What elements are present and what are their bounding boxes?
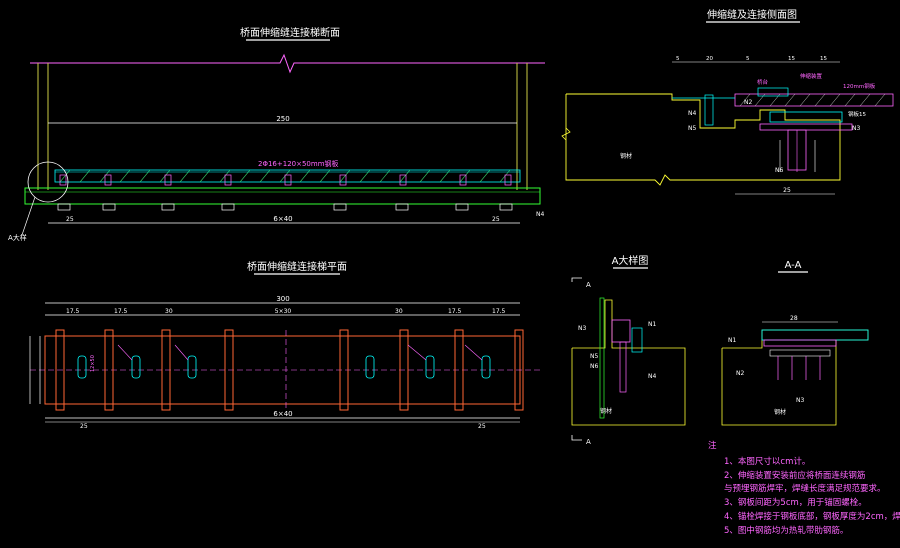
side-label-n6: N6 [775, 167, 783, 174]
detail-a-n1: N1 [648, 321, 656, 328]
slot-label: 12×50 [90, 355, 96, 372]
side-detail-view: 伸缩缝及连接侧面图 5 20 5 15 15 钢材 N2 N [561, 8, 894, 195]
side-dim-3: 15 [788, 56, 795, 62]
cut-a-top: A [586, 281, 591, 289]
tag-n4: N4 [536, 211, 544, 218]
note-2: 2、伸缩装置安装前应将桥面连续钢筋 [724, 470, 865, 481]
side-label-abutment: 桥台 [757, 78, 769, 86]
aa-n2: N2 [736, 370, 744, 377]
plan-title: 桥面伸缩缝连接梯平面 [247, 260, 347, 273]
side-dim-1: 20 [706, 56, 713, 62]
detail-a-n5: N5 [590, 353, 598, 360]
seg-0: 17.5 [66, 308, 80, 315]
note-2b: 与预埋钢筋焊牢，焊缝长度满足规范要求。 [724, 483, 886, 494]
detail-a-title: A大样图 [612, 254, 649, 267]
note-3: 3、钢板间距为5cm，用于锚固螺栓。 [724, 497, 867, 508]
side-label-steel: 钢材 [620, 152, 632, 160]
notes: 注 1、本图尺寸以cm计。 2、伸缩装置安装前应将桥面连续钢筋 与预埋钢筋焊牢，… [708, 440, 900, 536]
plan-view: 桥面伸缩缝连接梯平面 300 17.5 17.5 30 5×30 30 17.5… [29, 260, 540, 430]
elevation-left-dim: 25 [66, 216, 74, 223]
side-title: 伸缩缝及连接侧面图 [707, 8, 797, 21]
side-bottom-dim: 25 [783, 187, 791, 194]
elevation-bottom-dim: 6×40 [273, 215, 292, 223]
elevation-title: 桥面伸缩缝连接梯断面 [240, 26, 340, 39]
cut-a-bottom: A [586, 438, 591, 446]
section-aa-title: A-A [785, 260, 802, 271]
detail-a-n4: N4 [648, 373, 656, 380]
section-aa-view: A-A 28 N1 N2 N3 钢材 [721, 260, 869, 426]
aa-steel: 钢材 [774, 408, 786, 416]
side-label-n4: N4 [688, 110, 696, 117]
callout-a: A大样 [8, 233, 27, 242]
plan-bottom-right: 25 [478, 423, 486, 430]
seg-1: 17.5 [114, 308, 128, 315]
side-label-plate15: 钢板15 [848, 110, 866, 118]
plan-bottom-dim: 6×40 [273, 410, 292, 418]
side-label-plate: 120mm钢板 [843, 82, 876, 90]
side-dim-4: 15 [820, 56, 827, 62]
side-label-n5: N5 [688, 125, 696, 132]
elevation-view: 桥面伸缩缝连接梯断面 250 2Φ16+120×50mm钢板 [8, 26, 545, 242]
detail-a-steel: 钢材 [600, 407, 612, 415]
side-label-n3: N3 [852, 125, 860, 132]
seg-4: 30 [395, 308, 403, 315]
elevation-right-dim: 25 [492, 216, 500, 223]
seg-5: 17.5 [448, 308, 462, 315]
seg-6: 17.5 [492, 308, 506, 315]
side-dim-2: 5 [746, 56, 750, 62]
aa-n3: N3 [796, 397, 804, 404]
span-dim: 250 [276, 115, 289, 123]
note-1: 1、本图尺寸以cm计。 [724, 456, 810, 467]
side-label-device: 伸缩装置 [800, 72, 823, 80]
note-4: 4、锚栓焊接于钢板底部，钢板厚度为2cm，焊缝饱满。 [724, 511, 900, 522]
aa-n1: N1 [728, 337, 736, 344]
side-dim-0: 5 [676, 56, 680, 62]
note-5: 5、图中钢筋均为热轧带肋钢筋。 [724, 525, 848, 536]
seg-2: 30 [165, 308, 173, 315]
seg-3: 5×30 [275, 308, 292, 315]
rebar-label: 2Φ16+120×50mm钢板 [258, 159, 339, 168]
plan-top-dim: 300 [276, 295, 289, 303]
aa-dim-top: 28 [790, 315, 798, 322]
notes-head: 注 [708, 440, 717, 451]
detail-a-n3: N3 [578, 325, 586, 332]
detail-a-view: A大样图 A A N3 N5 N6 钢材 N1 N4 [571, 254, 686, 446]
detail-a-n6: N6 [590, 363, 598, 370]
side-label-n2: N2 [744, 99, 752, 106]
plan-bottom-left: 25 [80, 423, 88, 430]
